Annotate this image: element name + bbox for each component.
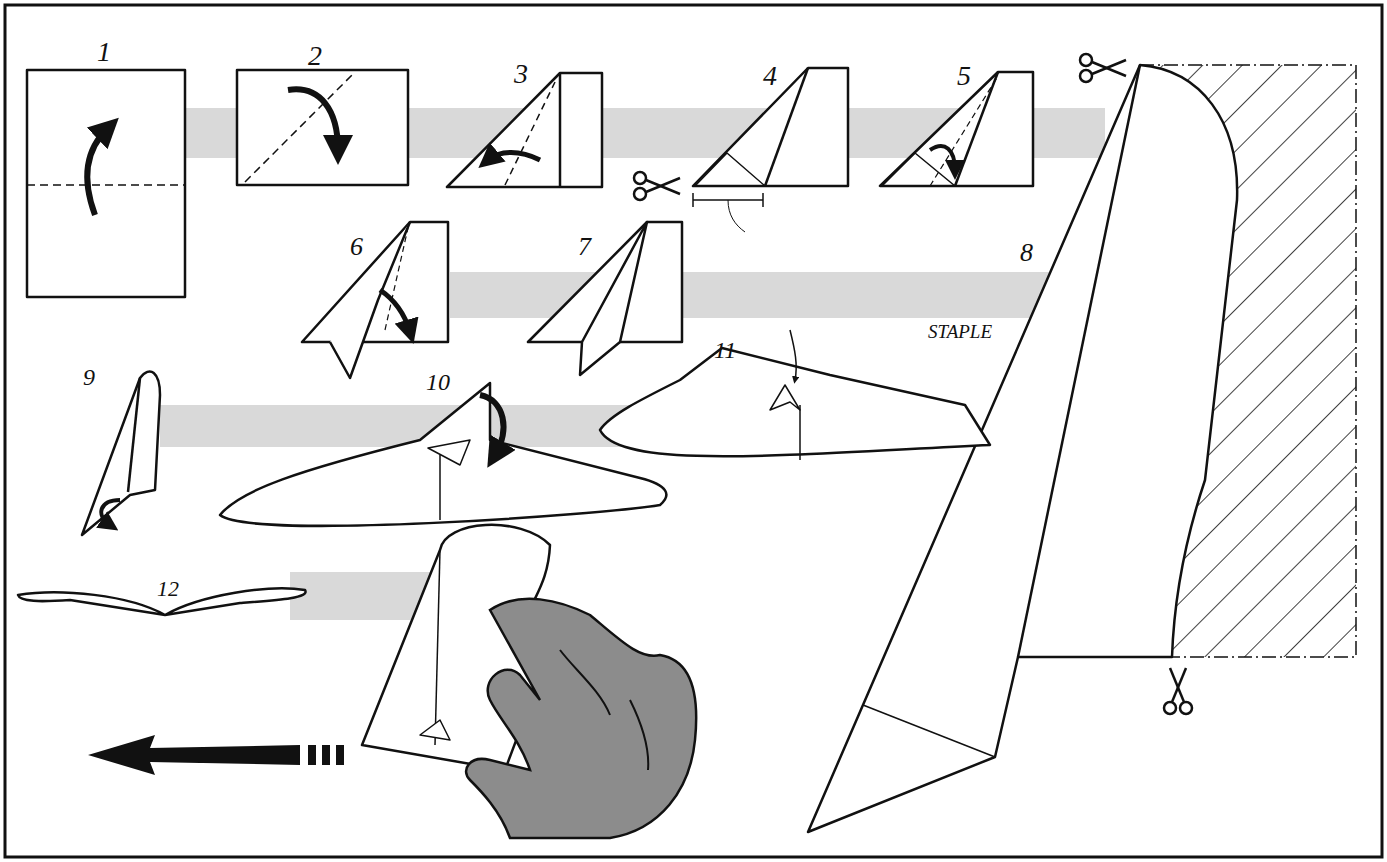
scissors-symbol	[634, 54, 1192, 714]
step-number: 12	[157, 578, 179, 600]
step-number: 3	[514, 60, 528, 88]
step-number: 7	[578, 234, 591, 260]
step-number: 4	[763, 62, 777, 90]
launch-arrow	[88, 735, 300, 775]
arrow-tail	[308, 745, 344, 765]
step-number: 11	[714, 338, 736, 362]
hand	[466, 599, 696, 838]
hand-detail	[560, 650, 648, 770]
step-number: 9	[83, 365, 95, 389]
step-number: 6	[350, 234, 363, 260]
step-number: 8	[1020, 240, 1033, 266]
step-number: 2	[308, 42, 322, 70]
step-number: 1	[97, 38, 111, 66]
step-number: 5	[957, 62, 971, 90]
callout-text: STAPLE	[928, 322, 992, 341]
frame	[5, 5, 1382, 857]
step-number: 10	[426, 370, 450, 394]
